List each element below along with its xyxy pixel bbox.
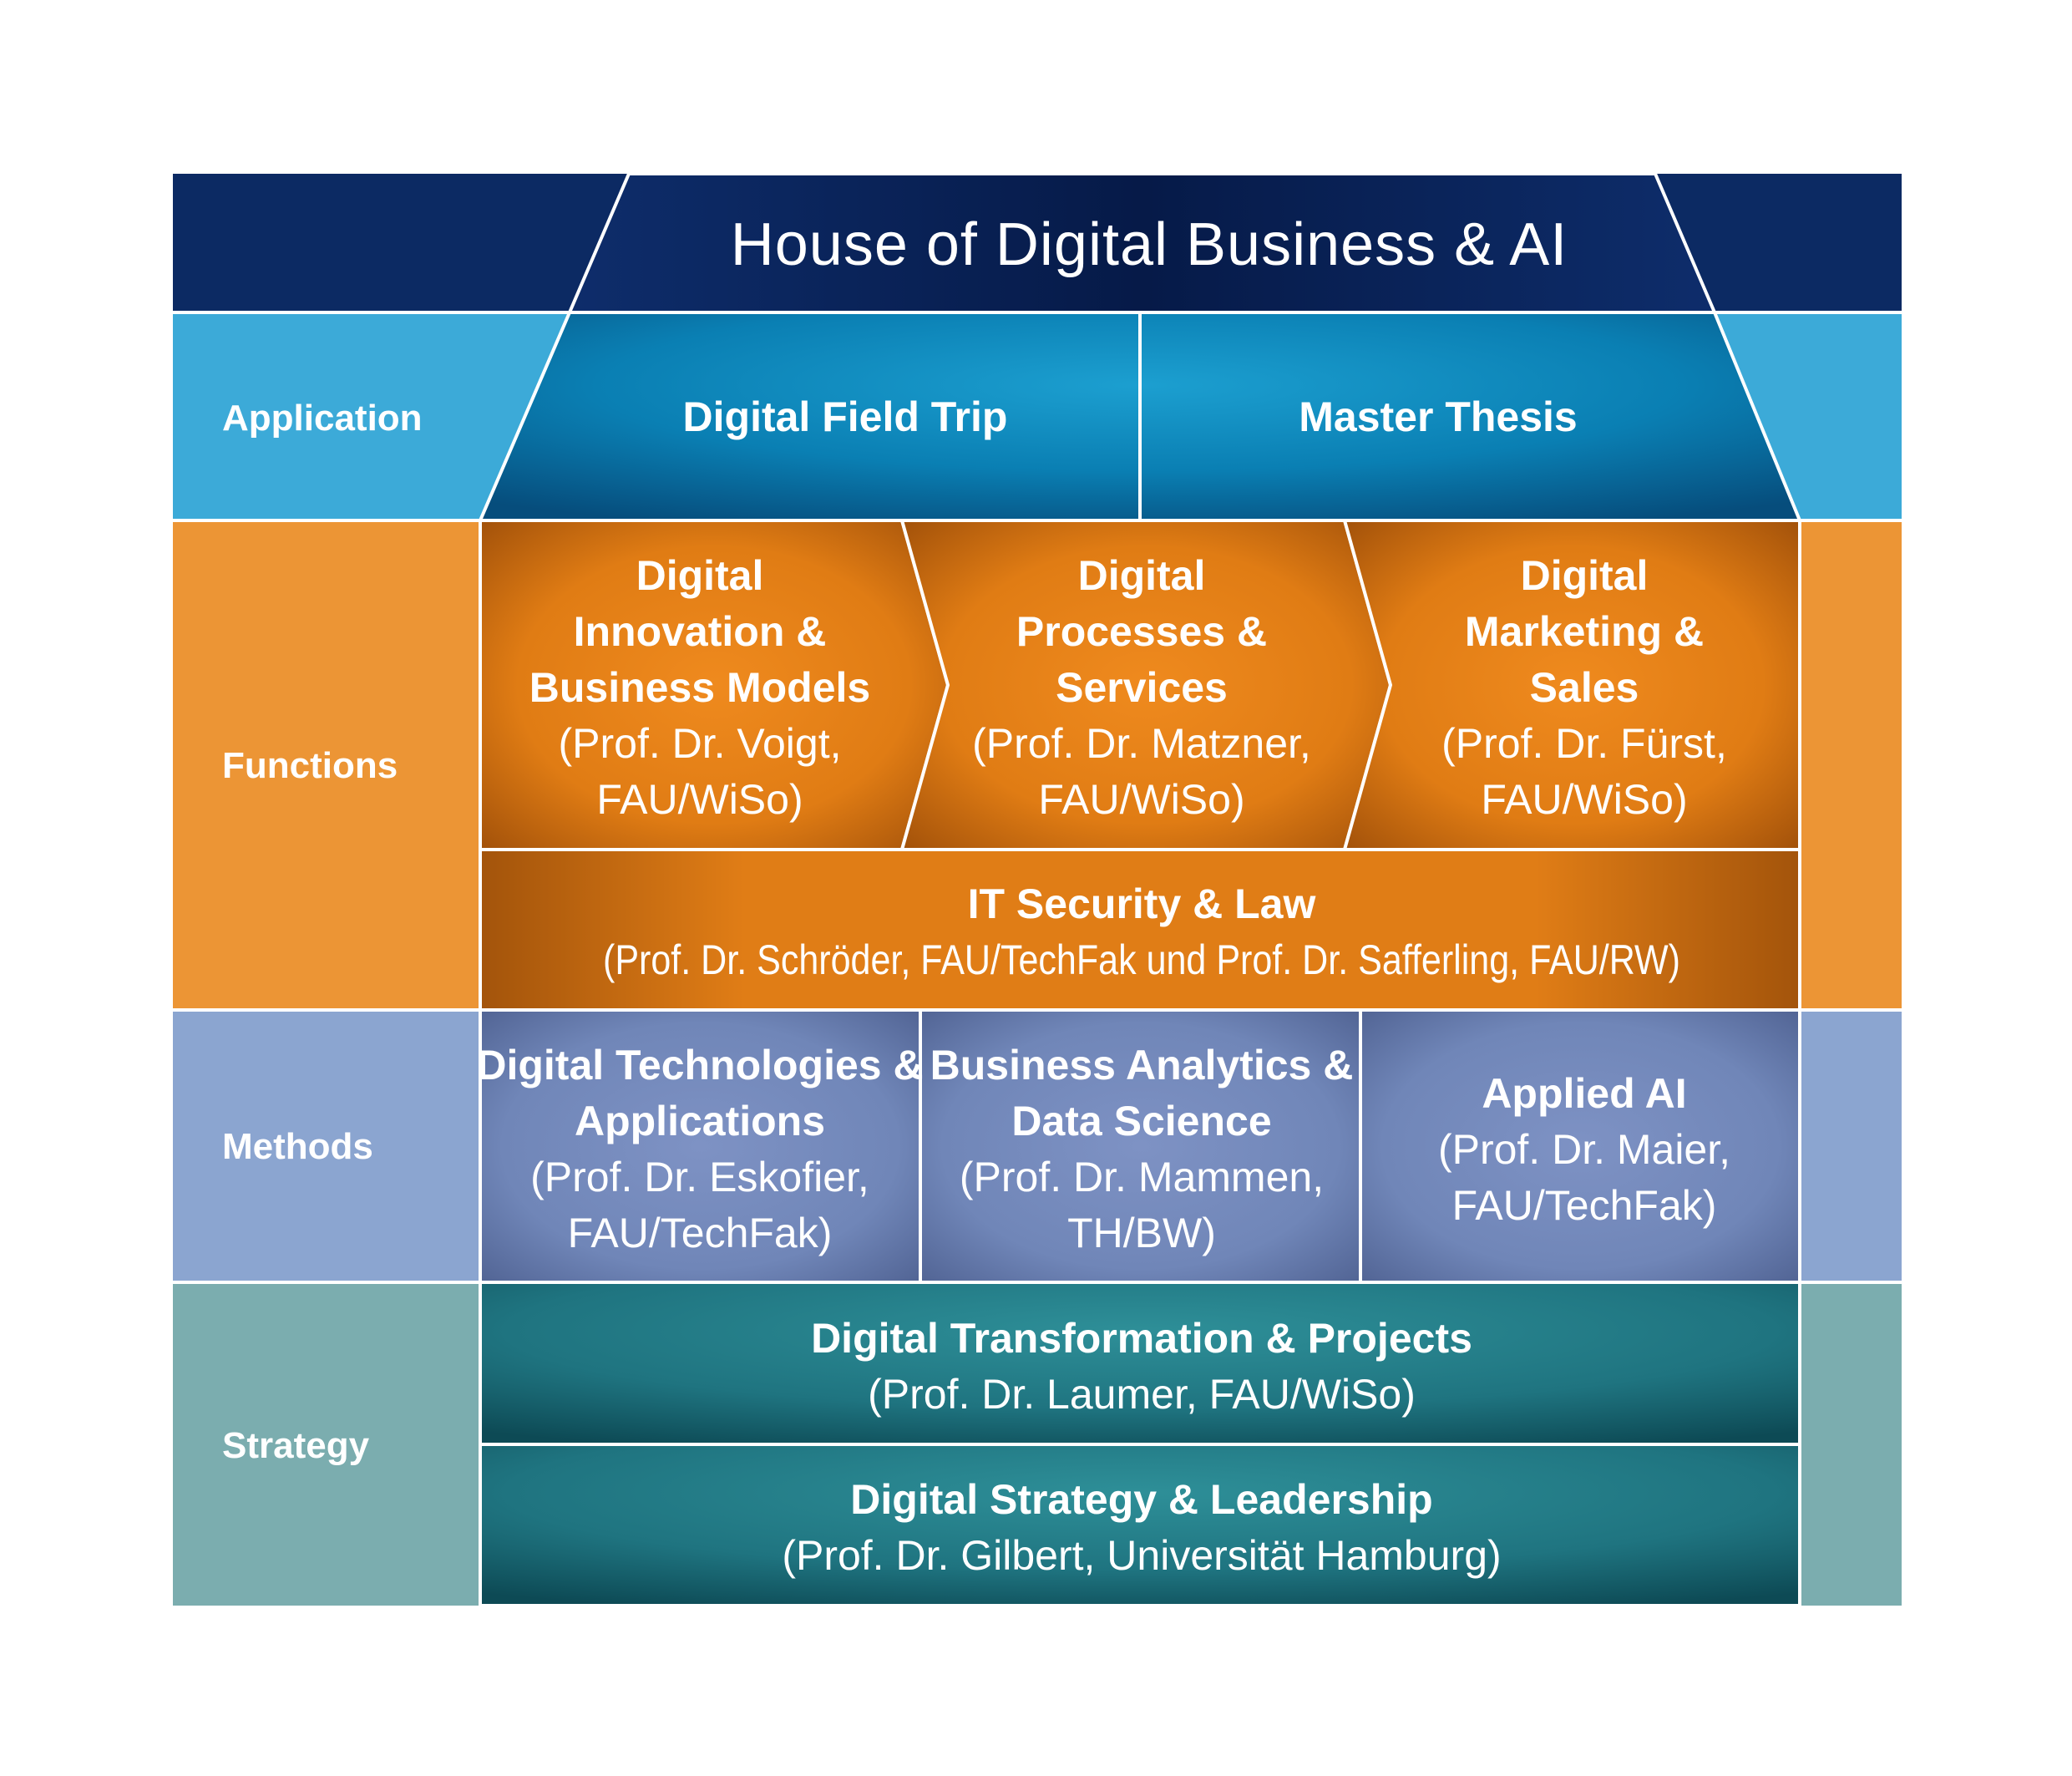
processes-title-line: Services xyxy=(1056,664,1228,711)
analytics-institution: TH/BW) xyxy=(1067,1210,1216,1256)
strategy-leadership-box xyxy=(479,1443,1801,1607)
innovation-title-line: Digital xyxy=(636,552,764,599)
ai-title: Applied AI xyxy=(1482,1070,1686,1117)
ai-institution: FAU/TechFak) xyxy=(1452,1182,1717,1229)
marketing-title-line: Digital xyxy=(1521,552,1649,599)
row-label-application: Application xyxy=(222,398,423,439)
innovation-professor: (Prof. Dr. Voigt, xyxy=(558,720,841,767)
row-label-strategy: Strategy xyxy=(222,1425,370,1466)
application-field-trip: Digital Field Trip xyxy=(683,393,1008,440)
processes-institution: FAU/WiSo) xyxy=(1038,776,1244,823)
innovation-institution: FAU/WiSo) xyxy=(596,776,803,823)
processes-title-line: Processes & xyxy=(1016,608,1267,655)
leadership-title: Digital Strategy & Leadership xyxy=(850,1476,1432,1523)
marketing-professor: (Prof. Dr. Fürst, xyxy=(1441,720,1727,767)
marketing-title-line: Sales xyxy=(1530,664,1639,711)
technologies-professor: (Prof. Dr. Eskofier, xyxy=(530,1154,869,1200)
analytics-title-line: Data Science xyxy=(1011,1098,1271,1144)
leadership-professor: (Prof. Dr. Gilbert, Universität Hamburg) xyxy=(782,1532,1501,1579)
innovation-title-line: Innovation & xyxy=(574,608,827,655)
row-label-methods: Methods xyxy=(222,1126,373,1167)
ai-professor: (Prof. Dr. Maier, xyxy=(1438,1126,1730,1173)
row-label-functions: Functions xyxy=(222,745,398,786)
strategy-transformation-box xyxy=(479,1281,1801,1446)
application-thesis: Master Thesis xyxy=(1299,393,1577,440)
marketing-title-line: Marketing & xyxy=(1465,608,1704,655)
marketing-institution: FAU/WiSo) xyxy=(1481,776,1687,823)
analytics-professor: (Prof. Dr. Mammen, xyxy=(960,1154,1324,1200)
processes-title-line: Digital xyxy=(1078,552,1206,599)
method-ai-box xyxy=(1359,1008,1801,1284)
technologies-institution: FAU/TechFak) xyxy=(568,1210,833,1256)
transformation-professor: (Prof. Dr. Laumer, FAU/WiSo) xyxy=(868,1371,1416,1418)
technologies-title-line: Applications xyxy=(575,1098,825,1144)
security-title: IT Security & Law xyxy=(968,880,1316,927)
analytics-title-line: Business Analytics & xyxy=(930,1042,1354,1088)
technologies-title-line: Digital Technologies & xyxy=(476,1042,923,1088)
innovation-title-line: Business Models xyxy=(529,664,870,711)
processes-professor: (Prof. Dr. Matzner, xyxy=(972,720,1311,767)
page-title: House of Digital Business & AI xyxy=(731,211,1568,278)
transformation-title: Digital Transformation & Projects xyxy=(811,1315,1472,1362)
function-security-box xyxy=(479,848,1801,1012)
security-professors: (Prof. Dr. Schröder, FAU/TechFak und Pro… xyxy=(603,936,1680,983)
